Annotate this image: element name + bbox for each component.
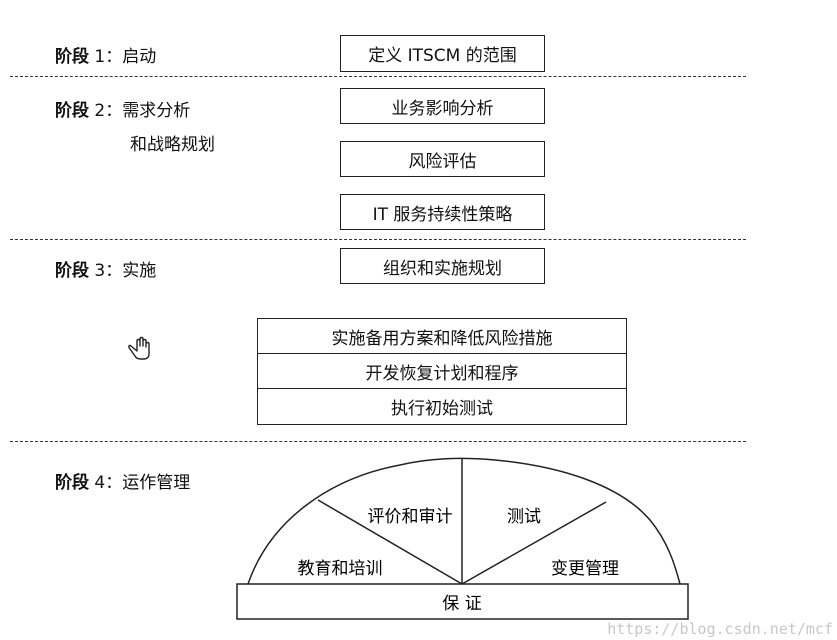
stage-4-label: 阶段 4：运作管理 (55, 473, 191, 493)
stage-2-label-line2: 和战略规划 (130, 135, 215, 155)
watermark: https://blog.csdn.net/mcf (607, 620, 833, 638)
stage-separator (10, 76, 746, 77)
stage-separator (10, 441, 746, 442)
box-risk-assessment: 风险评估 (340, 141, 545, 177)
dome-segment-testing: 测试 (507, 507, 541, 527)
box-organization-planning: 组织和实施规划 (340, 248, 545, 284)
dome-segment-audit: 评价和审计 (368, 507, 453, 527)
hand-pointer-icon (128, 336, 150, 360)
implementation-step: 开发恢复计划和程序 (258, 354, 626, 389)
implementation-steps: 实施备用方案和降低风险措施 开发恢复计划和程序 执行初始测试 (257, 318, 627, 425)
dome-divider (317, 499, 463, 585)
dome-outline (247, 457, 681, 585)
dome-base (236, 583, 689, 620)
stage-separator (10, 239, 746, 240)
implementation-step: 执行初始测试 (391, 399, 493, 419)
box-it-continuity-strategy: IT 服务持续性策略 (340, 194, 545, 230)
dome-divider (461, 501, 607, 585)
dome-segment-education: 教育和培训 (298, 559, 383, 579)
box-business-impact-analysis: 业务影响分析 (340, 88, 545, 124)
stage-2-label: 阶段 2：需求分析 (55, 101, 191, 121)
stage-3-label: 阶段 3：实施 (55, 261, 157, 281)
dome-base-label: 保 证 (442, 594, 481, 614)
dome-segment-change-management: 变更管理 (551, 559, 619, 579)
box-define-scope: 定义 ITSCM 的范围 (340, 35, 545, 72)
implementation-step: 实施备用方案和降低风险措施 (258, 319, 626, 354)
stage-1-label: 阶段 1：启动 (55, 47, 157, 67)
